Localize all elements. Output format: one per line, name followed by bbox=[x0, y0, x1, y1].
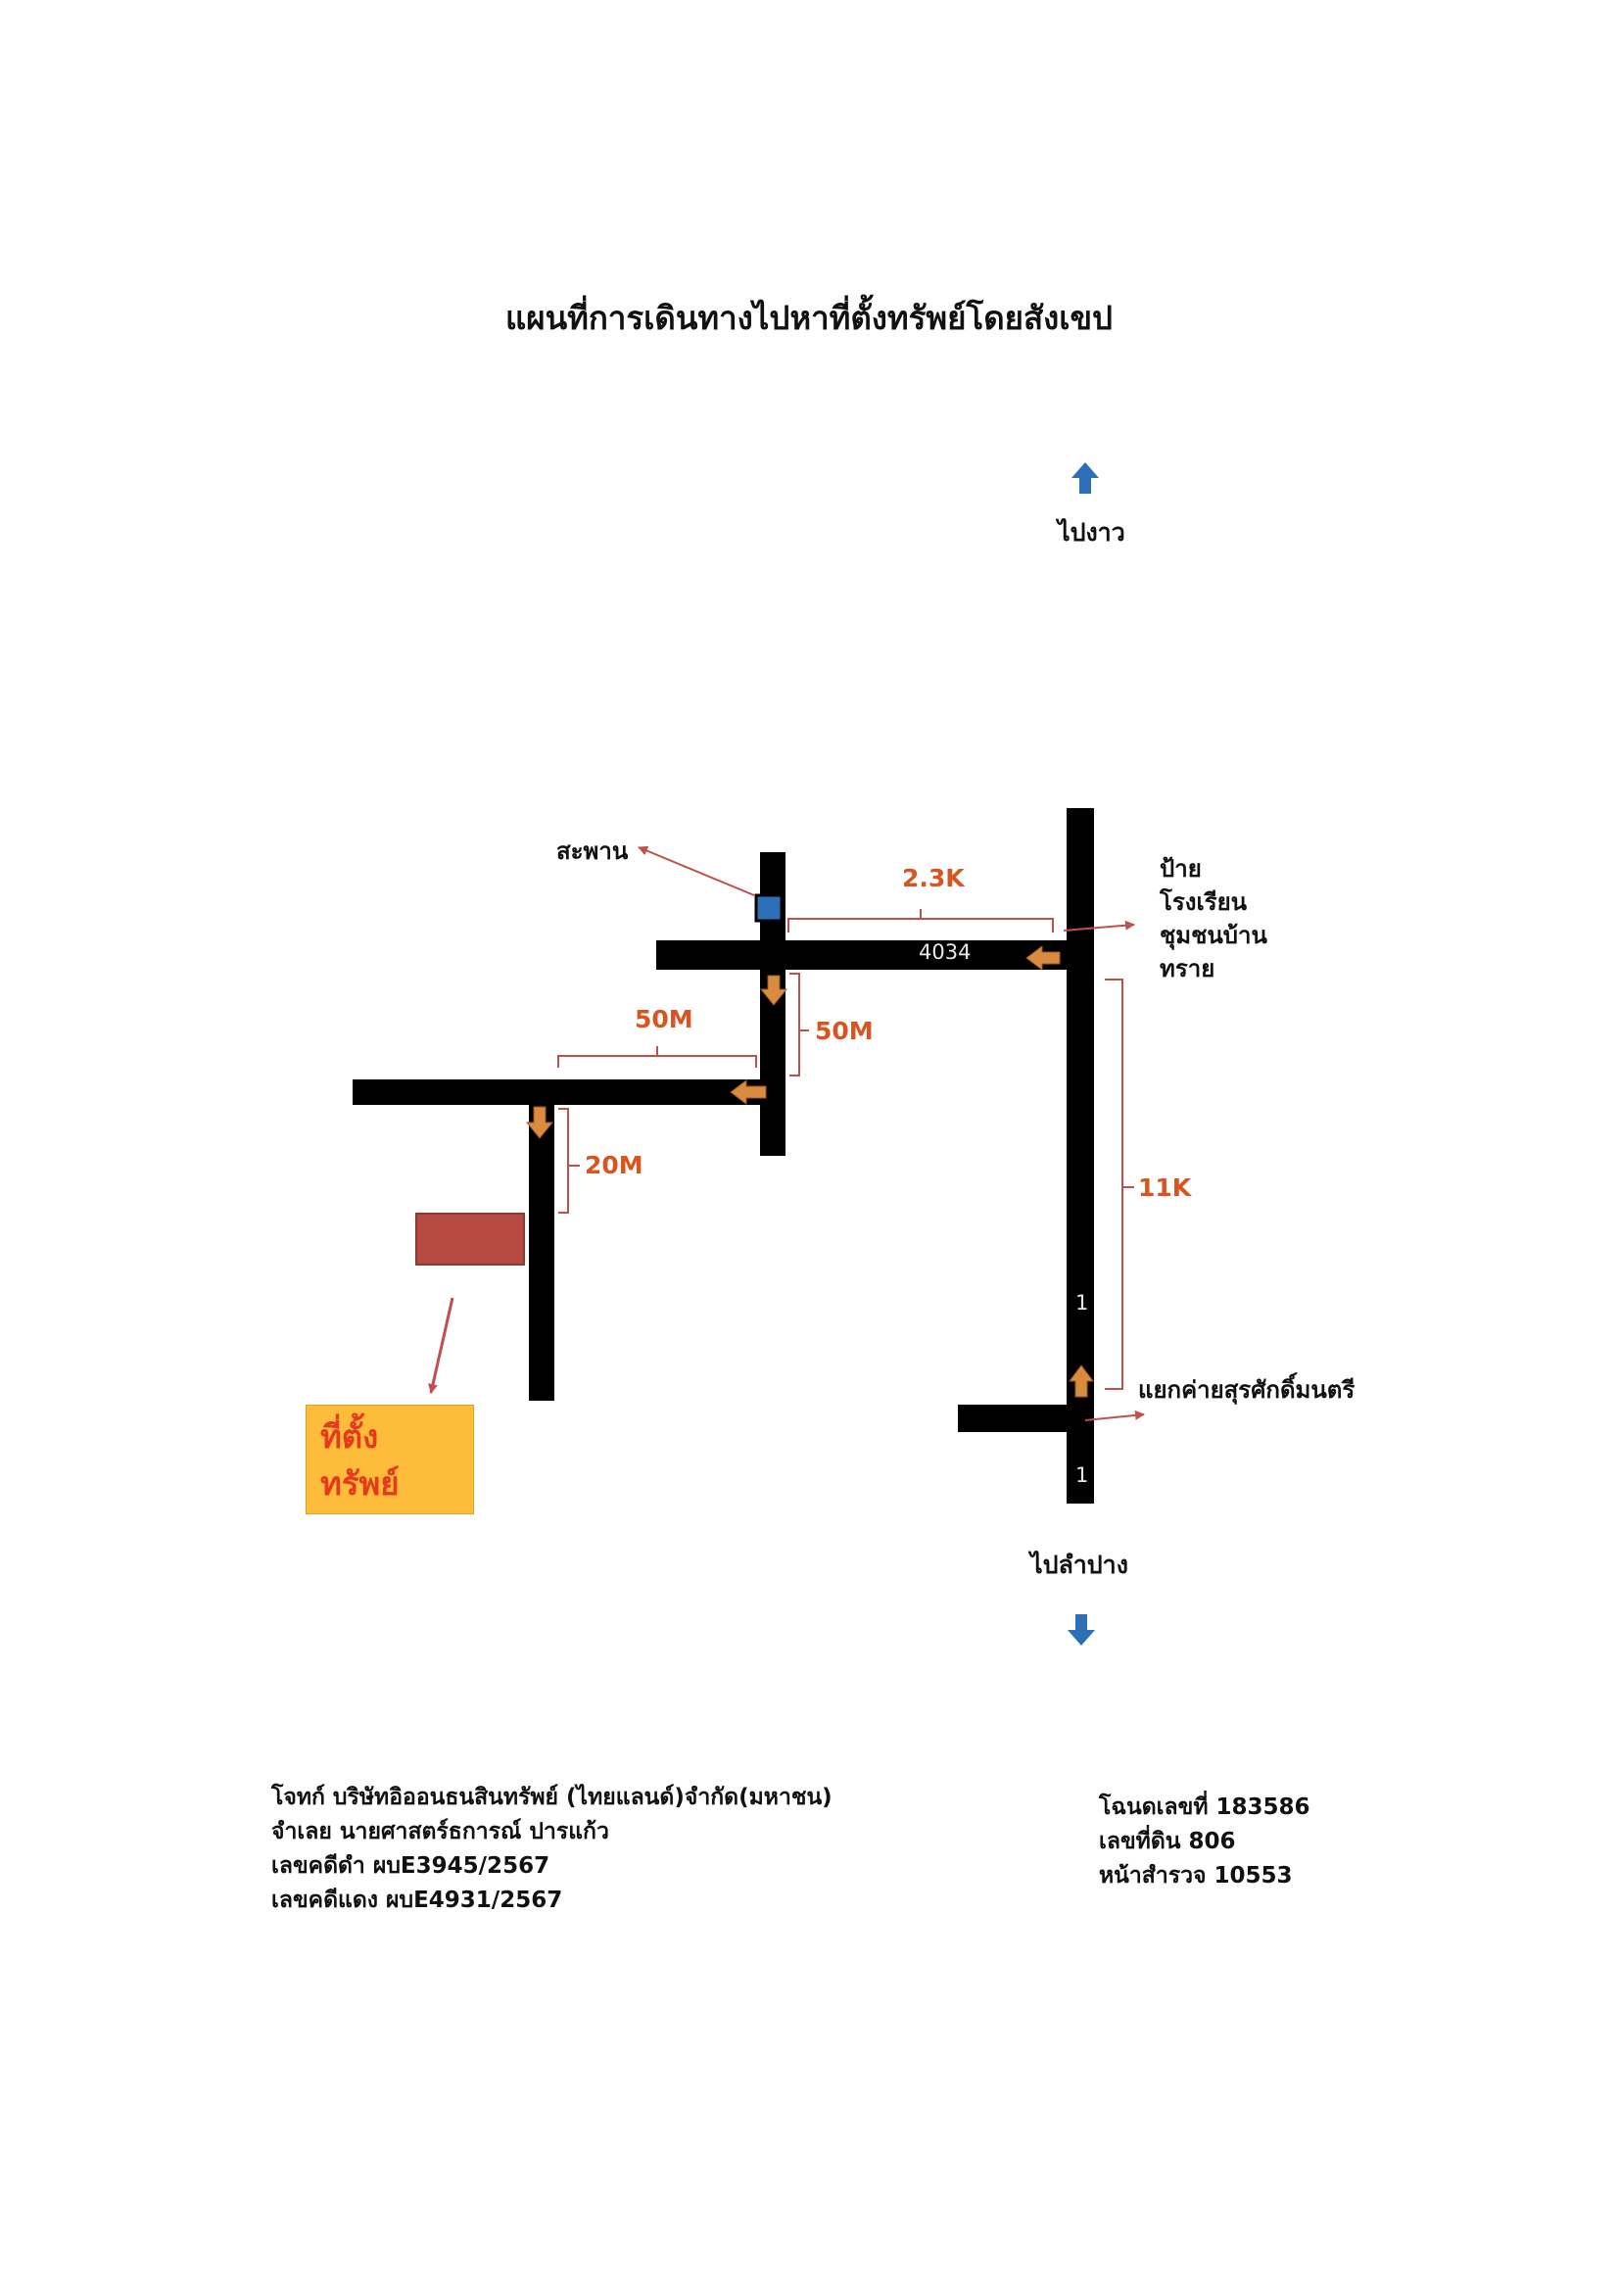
distance-20m: 20M bbox=[585, 1151, 643, 1179]
map-title: แผนที่การเดินทางไปหาที่ตั้งทรัพย์โดยสังเ… bbox=[504, 299, 1114, 337]
arrow-up-icon bbox=[1071, 462, 1099, 494]
road-4034-label: 4034 bbox=[919, 940, 972, 964]
bracket-50m-v bbox=[789, 973, 809, 1076]
arrow-north-on-road-1 bbox=[1069, 1364, 1094, 1398]
south-direction-label: ไปลำปาง bbox=[1030, 1551, 1128, 1579]
plaintiff-line: โจทก์ บริษัทอิออนธนสินทรัพย์ (ไทยแลนด์)จ… bbox=[271, 1785, 833, 1810]
destination-line-2: ทรัพย์ bbox=[320, 1464, 400, 1503]
road-junction-stub bbox=[958, 1405, 1080, 1432]
bridge-pointer bbox=[638, 845, 755, 896]
defendant-line: จำเลย นายศาสตร์ธการณ์ ปารแก้ว bbox=[271, 1819, 609, 1844]
bracket-20m bbox=[558, 1108, 580, 1214]
bracket-11k bbox=[1105, 979, 1134, 1390]
bracket-50m-h bbox=[557, 1046, 757, 1068]
school-sign-line-4: ทราย bbox=[1160, 955, 1215, 982]
road-1-lower-label: 1 bbox=[1075, 1463, 1089, 1487]
bridge-label: สะพาน bbox=[556, 837, 629, 865]
arrow-south-side-road bbox=[759, 975, 788, 1006]
land-number: เลขที่ดิน 806 bbox=[1099, 1829, 1236, 1854]
school-sign-line-2: โรงเรียน bbox=[1160, 888, 1248, 916]
road-4034 bbox=[656, 940, 1080, 970]
deed-number: โฉนดเลขที่ 183586 bbox=[1099, 1794, 1310, 1820]
destination-pointer bbox=[428, 1297, 454, 1394]
arrow-south-access bbox=[525, 1106, 554, 1139]
school-sign-line-1: ป้าย bbox=[1160, 855, 1202, 883]
road-1-upper-label: 1 bbox=[1075, 1291, 1089, 1315]
road-side-horizontal bbox=[353, 1079, 776, 1105]
black-case-number: เลขคดีดำ ผบE3945/2567 bbox=[271, 1853, 550, 1879]
red-case-number: เลขคดีแดง ผบE4931/2567 bbox=[271, 1888, 563, 1913]
bracket-2-3k bbox=[787, 909, 1054, 933]
road-access bbox=[529, 1097, 554, 1401]
survey-page: หน้าสำรวจ 10553 bbox=[1099, 1863, 1293, 1889]
school-sign-label: ป้าย โรงเรียน ชุมชนบ้าน ทราย bbox=[1160, 852, 1267, 985]
arrow-west-side-road bbox=[730, 1079, 767, 1105]
destination-box: ที่ตั้ง ทรัพย์ bbox=[306, 1405, 474, 1514]
case-info: โจทก์ บริษัทอิออนธนสินทรัพย์ (ไทยแลนด์)จ… bbox=[271, 1781, 833, 1918]
arrow-west-on-4034 bbox=[1025, 945, 1061, 971]
school-pointer bbox=[1063, 920, 1135, 932]
school-sign-line-3: ชุมชนบ้าน bbox=[1160, 922, 1267, 949]
junction-label: แยกค่ายสุรศักดิ์มนตรี bbox=[1138, 1376, 1356, 1404]
road-1 bbox=[1067, 808, 1094, 1504]
deed-info: โฉนดเลขที่ 183586 เลขที่ดิน 806 หน้าสำรว… bbox=[1099, 1791, 1310, 1893]
distance-50m-horizontal: 50M bbox=[635, 1005, 693, 1033]
arrow-down-icon bbox=[1068, 1614, 1095, 1646]
distance-11k: 11K bbox=[1138, 1173, 1192, 1202]
north-direction-label: ไปงาว bbox=[1058, 518, 1125, 547]
distance-50m-vertical: 50M bbox=[815, 1017, 874, 1045]
junction-pointer bbox=[1084, 1410, 1145, 1421]
destination-line-1: ที่ตั้ง bbox=[320, 1417, 379, 1456]
destination-text: ที่ตั้ง ทรัพย์ bbox=[320, 1413, 400, 1507]
distance-2-3k: 2.3K bbox=[902, 864, 965, 892]
property-parcel bbox=[415, 1213, 525, 1266]
bridge-marker bbox=[754, 893, 784, 923]
